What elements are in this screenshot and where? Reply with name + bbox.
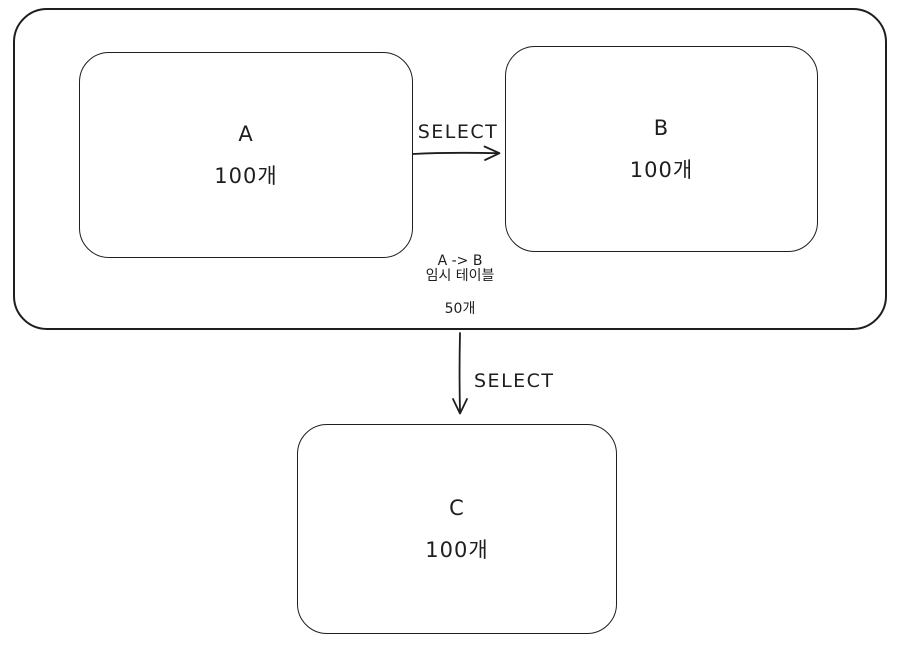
note-count: 50개 bbox=[444, 301, 476, 317]
note-title: 임시 테이블 bbox=[425, 268, 495, 284]
node-b: B 100개 bbox=[505, 46, 818, 252]
node-c-label: C bbox=[449, 495, 465, 520]
node-a: A 100개 bbox=[79, 52, 413, 258]
node-c-count: 100개 bbox=[425, 537, 489, 562]
temp-table-note: A -> B 임시 테이블 50개 bbox=[370, 254, 550, 317]
group-frame bbox=[13, 8, 887, 330]
node-b-label: B bbox=[653, 115, 670, 140]
node-a-count: 100개 bbox=[214, 163, 278, 188]
note-mapping: A -> B bbox=[437, 253, 483, 269]
node-c: C 100개 bbox=[297, 424, 617, 634]
arrow-group-to-c-label: SELECT bbox=[474, 370, 555, 392]
arrow-group-to-c bbox=[452, 332, 468, 415]
node-a-label: A bbox=[238, 121, 254, 146]
arrow-a-to-b-label: SELECT bbox=[417, 121, 499, 143]
node-b-count: 100개 bbox=[629, 157, 694, 182]
